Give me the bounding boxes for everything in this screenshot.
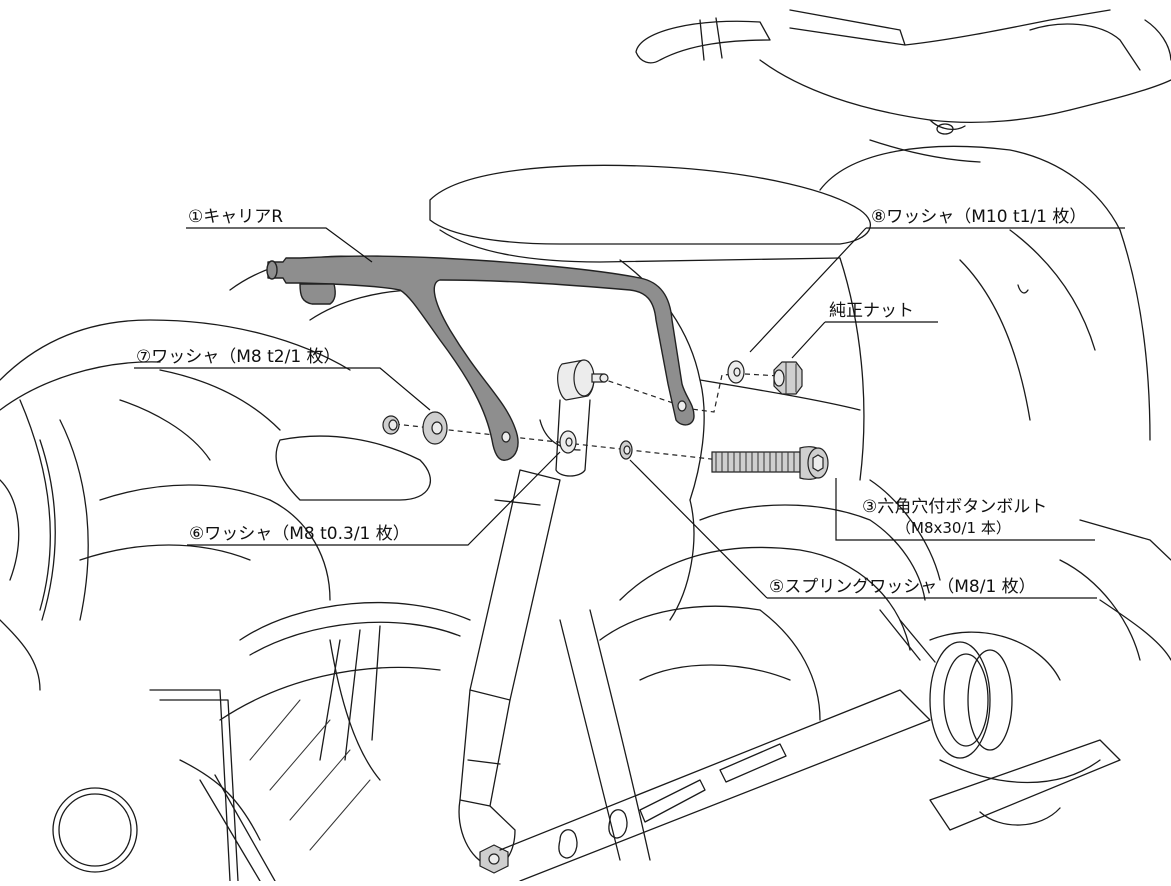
small-nut-left <box>382 415 400 435</box>
leader-lines <box>134 227 1125 599</box>
label-washer-7: ⑦ワッシャ（M8 t2/1 枚） <box>136 347 341 367</box>
label-washer-8: ⑧ワッシャ（M10 t1/1 枚） <box>871 207 1086 227</box>
carrier-r-part <box>266 255 695 461</box>
label-carrier-r: ①キャリアR <box>188 207 283 227</box>
label-genuine-nut: 純正ナット <box>829 301 914 321</box>
frame-collar <box>557 359 609 401</box>
spring-washer-5-part <box>619 440 633 460</box>
genuine-nut-part <box>773 361 803 395</box>
button-bolt-3-part <box>711 446 829 480</box>
part-labels: ①キャリアR ⑧ワッシャ（M10 t1/1 枚） 純正ナット ⑦ワッシャ（M8 … <box>136 207 1086 597</box>
washer-6-part <box>559 430 577 454</box>
label-spring-washer-5: ⑤スプリングワッシャ（M8/1 枚） <box>769 577 1036 597</box>
label-washer-6: ⑥ワッシャ（M8 t0.3/1 枚） <box>189 524 410 544</box>
label-button-bolt-spec: （M8x30/1 本） <box>896 519 1011 537</box>
label-button-bolt-3: ③六角穴付ボタンボルト <box>862 497 1047 517</box>
washer-8-part <box>727 360 745 384</box>
washer-7-part <box>422 411 448 445</box>
